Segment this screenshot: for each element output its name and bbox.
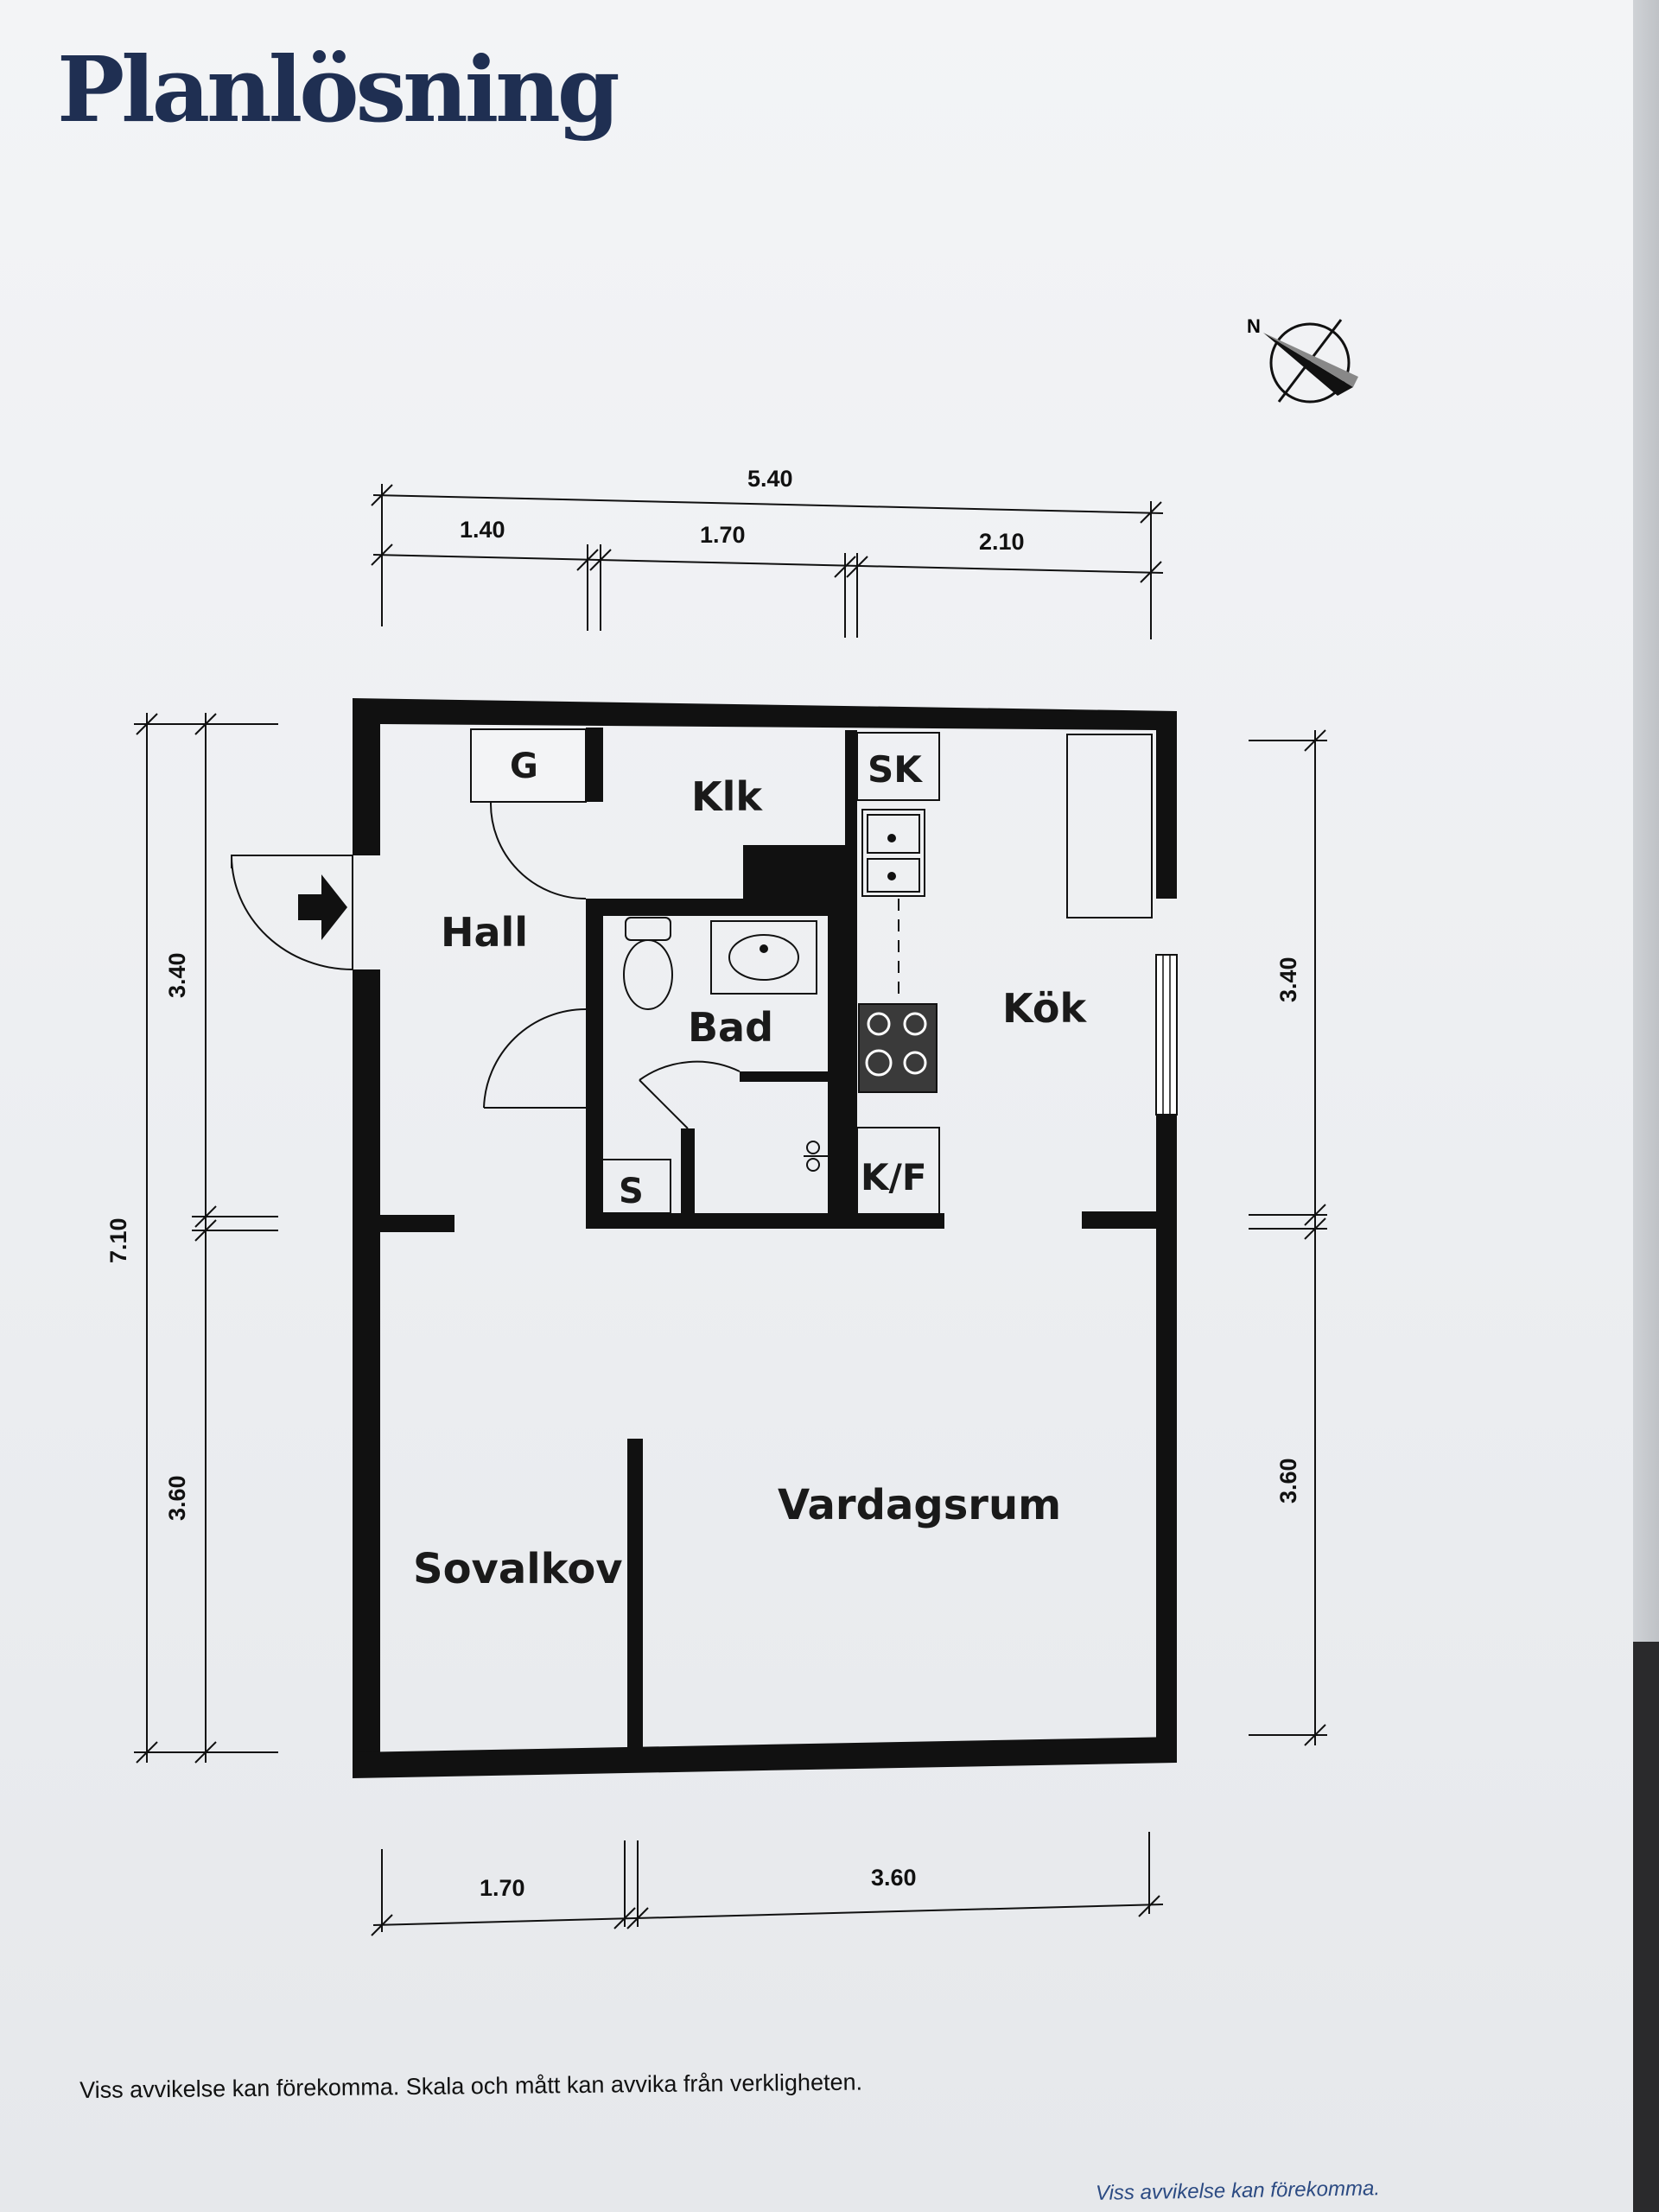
dim-left-total: 7.10	[105, 1217, 131, 1263]
entrance-door	[230, 855, 353, 971]
dim-left-seg-1: 3.40	[164, 952, 190, 998]
dimension-lines	[134, 484, 1327, 1936]
dim-top-total: 5.40	[747, 466, 793, 492]
toilet-icon	[623, 917, 673, 1010]
room-label-sovalkov: Sovalkov	[413, 1545, 623, 1593]
disclaimer-text-secondary: Viss avvikelse kan förekomma.	[1095, 2177, 1381, 2205]
dim-top-seg-2: 1.70	[700, 522, 746, 548]
entrance-arrow-icon	[298, 874, 347, 940]
dim-bottom-seg-1: 1.70	[480, 1875, 525, 1901]
background-edge	[1633, 1642, 1659, 2212]
room-label-s: S	[619, 1172, 644, 1211]
room-label-vardagsrum: Vardagsrum	[778, 1481, 1061, 1529]
dim-top-seg-1: 1.40	[460, 517, 505, 543]
room-label-bad: Bad	[688, 1004, 773, 1051]
room-label-hall: Hall	[441, 909, 528, 956]
page-edge	[1633, 0, 1659, 1642]
dim-left-seg-2: 3.60	[164, 1475, 190, 1521]
fixtures	[470, 728, 1153, 1215]
bath-sink-icon	[710, 920, 817, 995]
room-label-g: G	[510, 747, 538, 786]
dim-right-seg-1: 3.40	[1275, 957, 1301, 1002]
window	[1155, 954, 1178, 1116]
compass-north-label: N	[1247, 315, 1261, 337]
shower-icon	[804, 1141, 828, 1172]
interior-doors	[483, 801, 741, 1129]
dim-bottom-seg-2: 3.60	[871, 1865, 917, 1891]
dim-top-seg-3: 2.10	[979, 529, 1025, 555]
page-title: Planlösning	[57, 36, 620, 143]
dim-right-seg-2: 3.60	[1275, 1458, 1301, 1503]
kitchen-sink-icon	[861, 809, 925, 897]
compass-icon: N	[1247, 315, 1358, 404]
walls	[353, 698, 1177, 1778]
room-label-kf: K/F	[861, 1156, 927, 1198]
room-label-kok: Kök	[1002, 985, 1087, 1032]
room-label-klk: Klk	[691, 773, 763, 820]
room-label-sk: SK	[868, 748, 923, 791]
